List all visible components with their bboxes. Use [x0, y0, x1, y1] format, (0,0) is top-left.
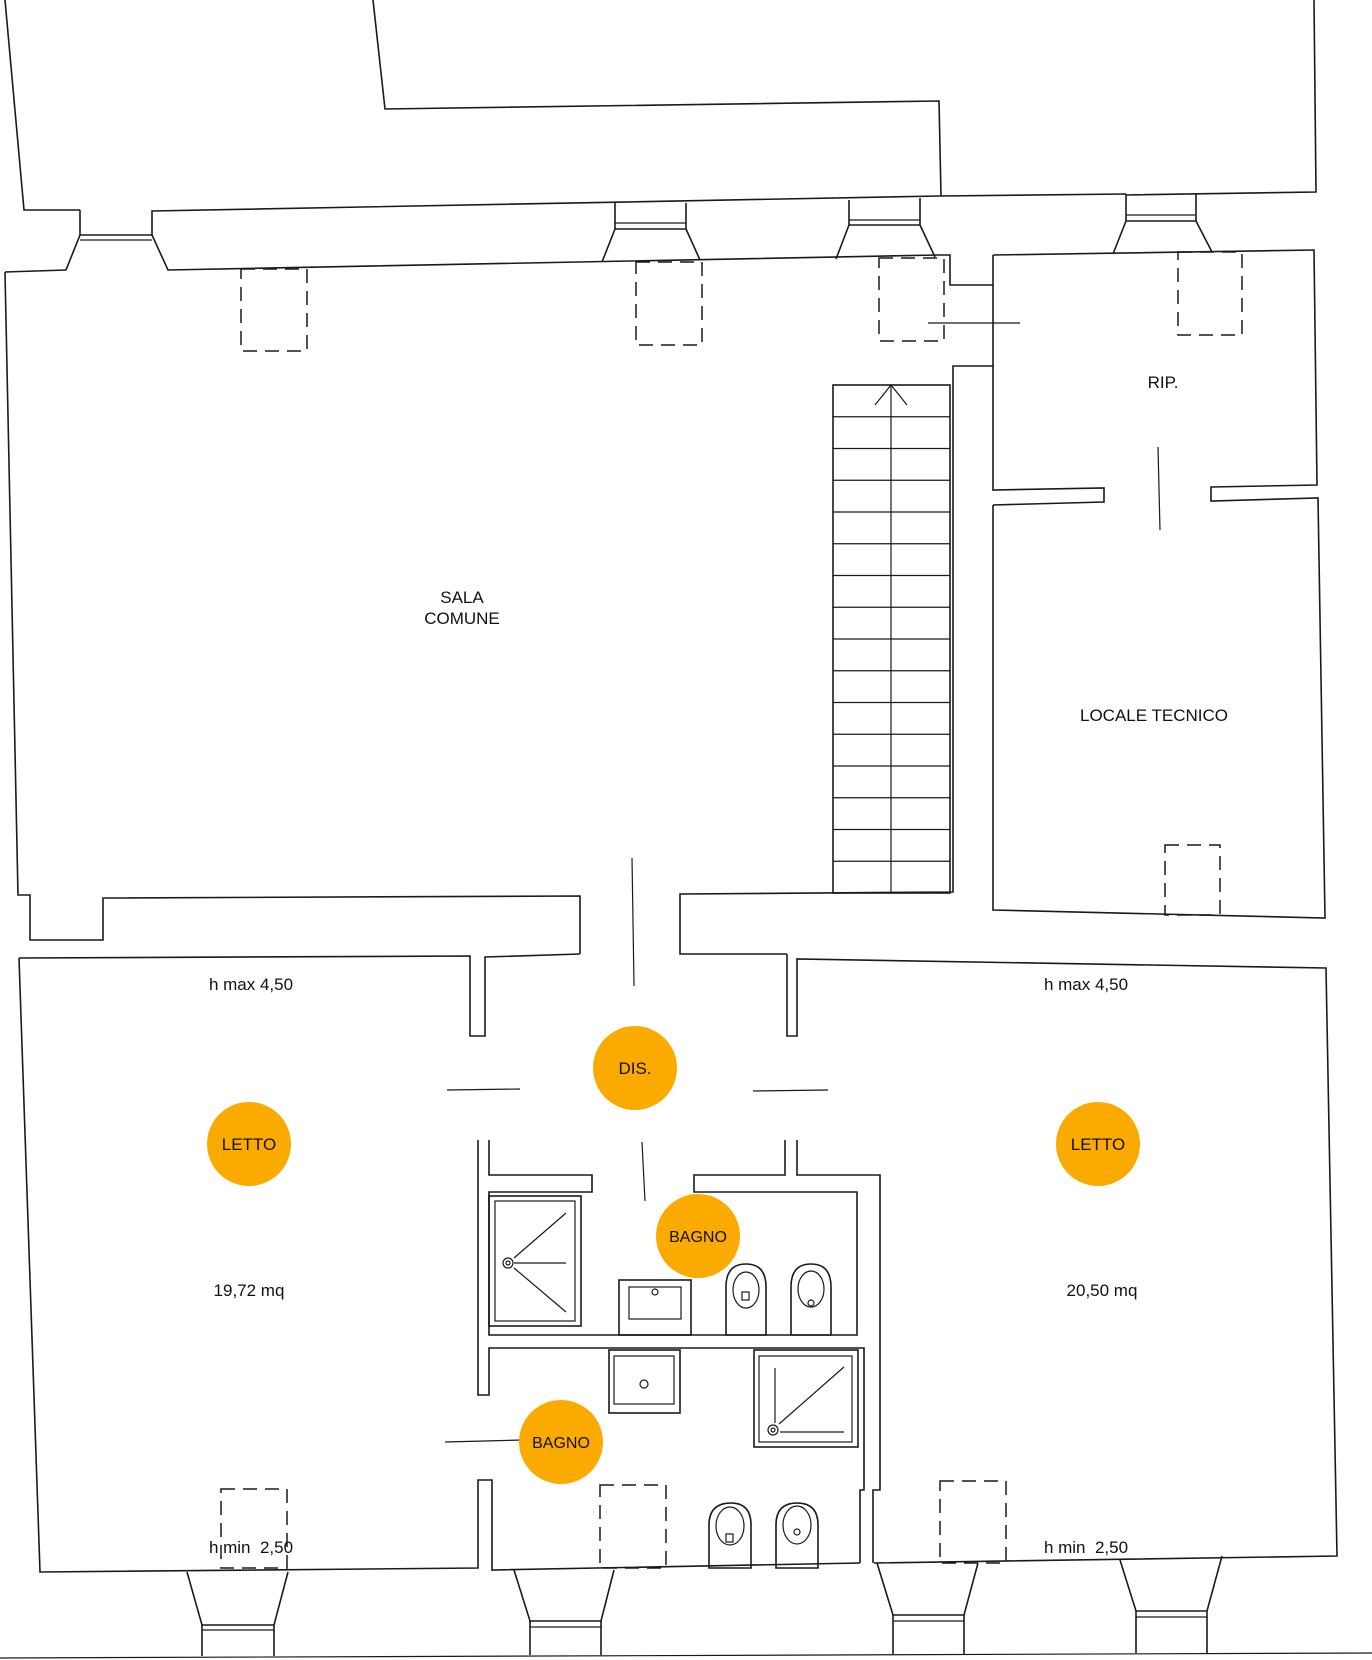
hmax-left-label: h max 4,50	[209, 975, 293, 994]
sink-icon	[618, 1279, 692, 1336]
hmin-left-label: h min 2,50	[209, 1538, 293, 1557]
locale-tecnico-label: LOCALE TECNICO	[1080, 706, 1228, 725]
toilet-icon	[708, 1502, 752, 1569]
shower-icon	[488, 1195, 582, 1327]
badge-dis: DIS.	[593, 1026, 677, 1110]
rip-locale-walls	[992, 249, 1326, 919]
hmin-right-label: h min 2,50	[1044, 1538, 1128, 1557]
area-left-label: 19,72 mq	[214, 1281, 285, 1300]
bidet-icon	[790, 1263, 832, 1336]
skylights	[220, 251, 1243, 1569]
badge-letto-right-label: LETTO	[1071, 1135, 1125, 1154]
sink-icon	[608, 1349, 681, 1414]
badge-bagno-lower-label: BAGNO	[532, 1435, 590, 1452]
north-facade	[4, 193, 1213, 273]
toilet-icon	[725, 1263, 767, 1336]
upper-bathroom-fixtures	[488, 1195, 832, 1336]
bidet-icon	[775, 1502, 819, 1569]
badge-bagno-lower: BAGNO	[519, 1400, 603, 1484]
badge-dis-label: DIS.	[618, 1059, 651, 1078]
stair-arrow-icon	[874, 384, 908, 406]
sala-comune-walls	[4, 254, 1020, 955]
rip-label: RIP.	[1148, 373, 1179, 392]
neighbour-building	[4, 0, 1317, 211]
area-right-label: 20,50 mq	[1067, 1281, 1138, 1300]
badge-letto-left-label: LETTO	[222, 1135, 276, 1154]
lower-bathroom-fixtures	[608, 1349, 859, 1569]
sala-comune-label-line1: SALA	[440, 588, 484, 607]
south-facade	[0, 1555, 1372, 1659]
badge-letto-right: LETTO	[1056, 1102, 1140, 1186]
badge-bagno-upper: BAGNO	[656, 1194, 740, 1278]
staircase	[832, 384, 951, 894]
hmax-right-label: h max 4,50	[1044, 975, 1128, 994]
sala-comune-label-line2: COMUNE	[424, 609, 500, 628]
badge-bagno-upper-label: BAGNO	[669, 1229, 727, 1246]
badge-letto-left: LETTO	[207, 1102, 291, 1186]
shower-icon	[753, 1349, 859, 1448]
